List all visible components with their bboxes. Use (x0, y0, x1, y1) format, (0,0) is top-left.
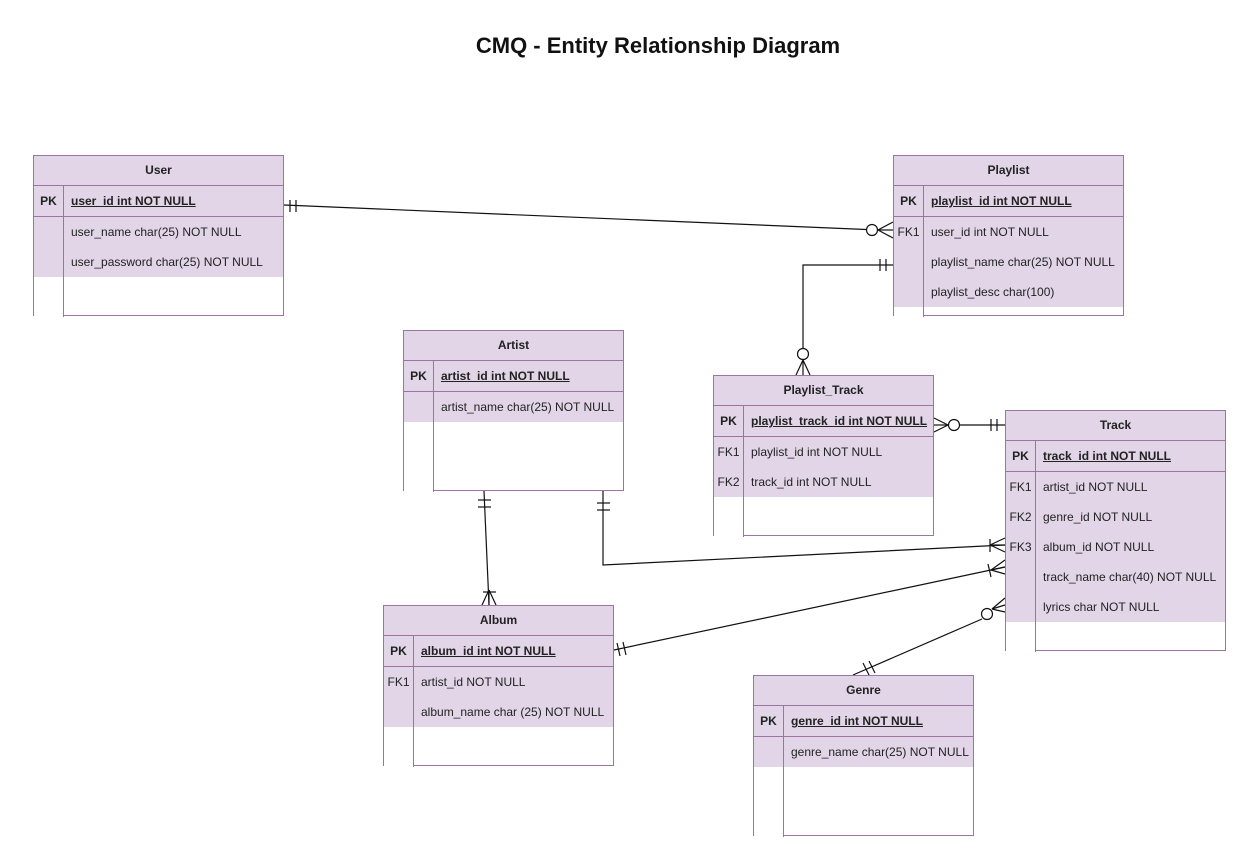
key-cell: FK2 (714, 467, 744, 497)
table-row: PK playlist_id int NOT NULL (894, 186, 1123, 217)
diagram-title: CMQ - Entity Relationship Diagram (475, 33, 841, 58)
field-cell: album_name char (25) NOT NULL (421, 705, 605, 719)
key-cell: FK2 (1006, 502, 1036, 532)
table-row: FK1 artist_id NOT NULL (1006, 472, 1225, 502)
empty-area (404, 422, 623, 492)
key-cell (34, 247, 64, 277)
entity-track[interactable]: Track PK track_id int NOT NULL FK1 artist_… (1005, 410, 1226, 652)
key-cell: PK (384, 636, 414, 666)
entity-title: User (34, 156, 283, 186)
table-row: FK2 track_id int NOT NULL (714, 467, 933, 497)
key-cell: FK1 (714, 437, 744, 467)
entity-title: Playlist_Track (714, 376, 933, 406)
entity-title: Album (384, 606, 613, 636)
field-cell: artist_id NOT NULL (421, 675, 526, 689)
field-cell: user_password char(25) NOT NULL (71, 255, 263, 269)
key-cell: PK (34, 186, 64, 216)
key-cell: PK (714, 406, 744, 436)
field-cell: track_id int NOT NULL (1043, 449, 1172, 463)
table-row: track_name char(40) NOT NULL (1006, 562, 1225, 592)
table-row: PK user_id int NOT NULL (34, 186, 283, 217)
table-row: playlist_desc char(100) (894, 277, 1123, 307)
field-cell: artist_id NOT NULL (1043, 480, 1148, 494)
table-row: playlist_name char(25) NOT NULL (894, 247, 1123, 277)
table-row: FK2 genre_id NOT NULL (1006, 502, 1225, 532)
table-row: user_name char(25) NOT NULL (34, 217, 283, 247)
key-cell (894, 247, 924, 277)
table-row: PK album_id int NOT NULL (384, 636, 613, 667)
table-row: PK genre_id int NOT NULL (754, 706, 973, 737)
table-row: FK3 album_id NOT NULL (1006, 532, 1225, 562)
key-cell (34, 217, 64, 247)
field-cell: user_id int NOT NULL (71, 194, 196, 208)
rel-track-playlisttrack (933, 417, 1005, 433)
table-row: user_password char(25) NOT NULL (34, 247, 283, 277)
empty-area (894, 307, 1123, 317)
field-cell: genre_id int NOT NULL (791, 714, 923, 728)
field-cell: playlist_id int NOT NULL (931, 194, 1072, 208)
table-row: FK1 user_id int NOT NULL (894, 217, 1123, 247)
table-row: PK playlist_track_id int NOT NULL (714, 406, 933, 437)
field-cell: playlist_id int NOT NULL (751, 445, 883, 459)
empty-area (34, 277, 283, 317)
key-cell (1006, 592, 1036, 622)
entity-genre[interactable]: Genre PK genre_id int NOT NULL genre_name… (753, 675, 974, 837)
empty-area (714, 497, 933, 537)
rel-user-playlist (283, 200, 894, 239)
field-cell: playlist_name char(25) NOT NULL (931, 255, 1115, 269)
entity-playlist-track[interactable]: Playlist_Track PK playlist_track_id int N… (713, 375, 934, 537)
entity-playlist[interactable]: Playlist PK playlist_id int NOT NULL FK1 u… (893, 155, 1124, 317)
table-row: PK track_id int NOT NULL (1006, 441, 1225, 472)
key-cell (894, 277, 924, 307)
entity-title: Genre (754, 676, 973, 706)
field-cell: user_name char(25) NOT NULL (71, 225, 242, 239)
field-cell: genre_name char(25) NOT NULL (791, 745, 969, 759)
key-cell: PK (404, 361, 434, 391)
rel-artist-track (597, 491, 1006, 566)
table-row: genre_name char(25) NOT NULL (754, 737, 973, 767)
empty-area (1006, 622, 1225, 652)
key-cell: FK1 (384, 667, 414, 697)
entity-artist[interactable]: Artist PK artist_id int NOT NULL artist_n… (403, 330, 624, 492)
table-row: FK1 playlist_id int NOT NULL (714, 437, 933, 467)
key-cell (1006, 562, 1036, 592)
table-row: album_name char (25) NOT NULL (384, 697, 613, 727)
field-cell: playlist_desc char(100) (931, 285, 1055, 299)
empty-area (384, 727, 613, 767)
field-cell: track_id int NOT NULL (751, 475, 872, 489)
field-cell: playlist_track_id int NOT NULL (751, 414, 928, 428)
field-cell: album_id NOT NULL (1043, 540, 1155, 554)
entity-album[interactable]: Album PK album_id int NOT NULL FK1 artist_… (383, 605, 614, 767)
empty-area (754, 767, 973, 837)
table-row: lyrics char NOT NULL (1006, 592, 1225, 622)
key-cell: PK (1006, 441, 1036, 471)
entity-title: Artist (404, 331, 623, 361)
key-cell: FK3 (1006, 532, 1036, 562)
entity-user[interactable]: User PK user_id int NOT NULL user_name ch… (33, 155, 284, 317)
field-cell: artist_name char(25) NOT NULL (441, 400, 615, 414)
field-cell: track_name char(40) NOT NULL (1043, 570, 1217, 584)
key-cell (754, 737, 784, 767)
rel-artist-album (478, 490, 497, 606)
entity-title: Playlist (894, 156, 1123, 186)
field-cell: lyrics char NOT NULL (1043, 600, 1160, 614)
field-cell: artist_id int NOT NULL (441, 369, 570, 383)
table-row: FK1 artist_id NOT NULL (384, 667, 613, 697)
rel-genre-track (852, 597, 1006, 676)
table-row: artist_name char(25) NOT NULL (404, 392, 623, 422)
field-cell: user_id int NOT NULL (931, 225, 1049, 239)
key-cell (384, 697, 414, 727)
field-cell: genre_id NOT NULL (1043, 510, 1153, 524)
field-cell: album_id int NOT NULL (421, 644, 556, 658)
key-cell: FK1 (1006, 472, 1036, 502)
key-cell: PK (894, 186, 924, 216)
entity-title: Track (1006, 411, 1225, 441)
rel-playlist-playlisttrack (795, 259, 893, 376)
key-cell: PK (754, 706, 784, 736)
key-cell (404, 392, 434, 422)
rel-album-track (613, 559, 1006, 657)
key-cell: FK1 (894, 217, 924, 247)
table-row: PK artist_id int NOT NULL (404, 361, 623, 392)
